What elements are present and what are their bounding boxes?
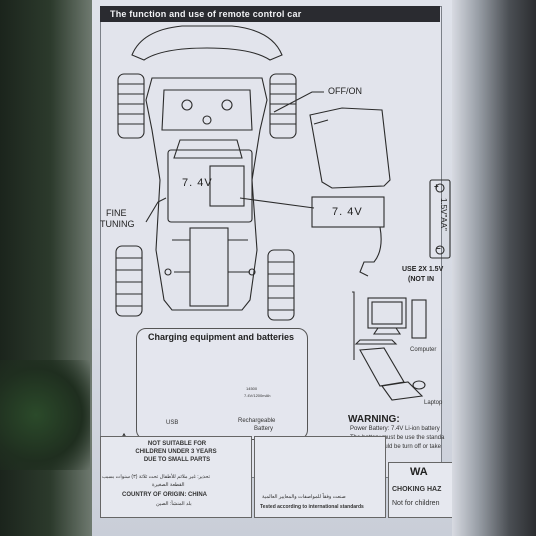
age-warning-line3: DUE TO SMALL PARTS — [143, 457, 211, 463]
aa-battery-label: 1.5V"AA" — [439, 198, 448, 231]
background-object — [0, 360, 90, 470]
charging-equipment-panel — [136, 328, 308, 440]
mouse — [412, 380, 426, 390]
choking-line2: Not for children — [392, 500, 440, 507]
age-warning-box — [100, 436, 252, 518]
manual-sheet: The function and use of remote control c… — [92, 0, 452, 536]
car-wheel-front-right — [269, 73, 297, 139]
laptop-screen — [359, 347, 405, 387]
computer-label: Computer — [410, 347, 437, 353]
car-screw-3 — [202, 115, 212, 125]
aa-use-text: USE 2X 1.5V — [402, 266, 444, 273]
car-chassis-outline — [145, 77, 268, 311]
country-of-origin: COUNTRY OF ORIGIN: CHINA — [122, 492, 207, 498]
age-warning-arabic-2: القطعة الصغيرة — [152, 482, 185, 488]
computer-tower — [411, 299, 427, 339]
rechargeable-label-line1: Rechargeable — [238, 418, 276, 424]
aa-battery-plus: + — [434, 182, 439, 191]
car-rear-axle — [172, 239, 250, 273]
car-battery-voltage: 7. 4V — [182, 177, 213, 189]
fine-tuning-label-line2: TUNING — [100, 219, 135, 229]
standards-arabic: صنعت وفقاً للمواصفات والمعايير العالمية — [262, 494, 346, 500]
age-warning-line2: CHILDREN UNDER 3 YEARS — [135, 449, 217, 455]
car-rear-gearbox — [189, 227, 229, 307]
aa-battery-minus: − — [436, 244, 441, 253]
age-warning-line1: NOT SUITABLE FOR — [147, 441, 207, 447]
battery-pack-wire — [359, 226, 382, 277]
choking-hazard-box — [388, 462, 452, 518]
warning-line-3: The toys should be turn off or take — [350, 444, 441, 450]
country-of-origin-arabic: بلد المنشأ: الصين — [156, 501, 192, 507]
computer-stand — [372, 327, 402, 335]
usb-label: USB — [166, 420, 179, 426]
choking-title: WA — [410, 466, 428, 478]
choking-line1: CHOKING HAZ — [392, 486, 442, 493]
right-background-edge — [446, 0, 536, 536]
laptop-base — [381, 381, 424, 401]
off-on-label: OFF/ON — [328, 86, 362, 96]
aa-battery — [429, 179, 451, 259]
computer-keyboard — [354, 339, 398, 345]
car-battery-bay — [167, 149, 253, 223]
car-wheel-front-left — [117, 73, 145, 139]
age-warning-arabic-1: تحذير: غير ملائم للأطفال تحت ثلاثة (٣) س… — [102, 474, 210, 480]
car-rear-hub-left — [164, 268, 172, 276]
battery-leader — [239, 197, 315, 209]
fine-tuning-leader — [145, 197, 167, 223]
charging-panel-title: Charging equipment and batteries — [148, 332, 295, 342]
off-on-leader — [273, 91, 324, 113]
car-wheel-rear-right — [267, 249, 295, 321]
warning-line-2: The battery must be use the standa — [350, 435, 445, 441]
warning-title: WARNING: — [348, 414, 400, 425]
battery-sticker-line1: 14500 — [246, 386, 258, 391]
fine-tuning-label-line1: FINE — [106, 208, 127, 218]
left-background-edge — [0, 0, 92, 536]
car-switch-plate — [173, 139, 243, 159]
battery-pack — [311, 196, 385, 228]
standards-box — [254, 436, 386, 518]
aa-not-included: (NOT IN — [408, 276, 435, 283]
car-screw-1 — [181, 99, 193, 111]
car-screw-2 — [221, 99, 233, 111]
battery-pack-voltage: 7. 4V — [332, 206, 363, 218]
battery-sticker-line2: 7.4V/1200mAh — [244, 393, 271, 398]
car-battery-inner — [209, 165, 245, 207]
car-rear-hub-right — [248, 268, 256, 276]
battery-cover — [309, 107, 391, 189]
warning-line-1: Power Battery: 7.4V Li-ion battery — [350, 426, 440, 432]
car-wheel-rear-left — [115, 245, 143, 317]
battery-cover-latch — [313, 119, 329, 125]
page-title: The function and use of remote control c… — [100, 6, 440, 22]
standards-english: Tested according to international standa… — [260, 504, 364, 510]
rechargeable-label-line2: Battery — [254, 426, 274, 432]
car-front-mechanism — [161, 89, 253, 131]
laptop-label: Laptop — [424, 400, 443, 406]
car-front-bumper — [131, 25, 283, 61]
